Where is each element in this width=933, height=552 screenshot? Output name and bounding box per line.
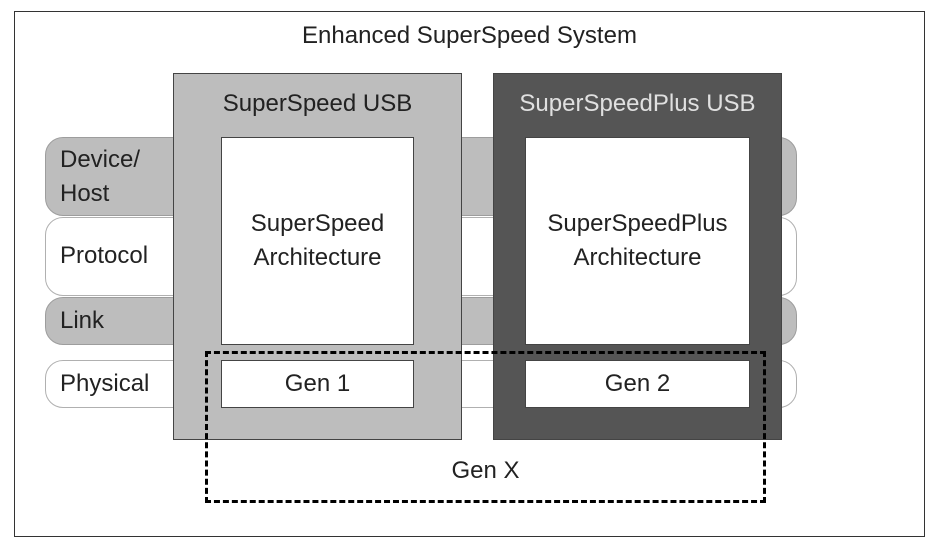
superspeedplus-architecture-box: SuperSpeedPlus Architecture: [525, 137, 750, 345]
superspeed-architecture-box: SuperSpeed Architecture: [221, 137, 414, 345]
gen1-box: Gen 1: [221, 360, 414, 408]
superspeedplus-architecture-line1: SuperSpeedPlus: [547, 210, 728, 237]
superspeedplus-architecture-line2: Architecture: [573, 244, 702, 271]
gen2-box: Gen 2: [525, 360, 750, 408]
superspeed-architecture-line1: SuperSpeed: [250, 210, 385, 237]
layer-label-host-line2: Host: [60, 180, 110, 207]
genx-dashed-region: [205, 351, 766, 503]
layer-label-protocol: Protocol: [60, 242, 149, 269]
superspeedplus-usb-title: SuperSpeedPlus USB: [519, 90, 756, 117]
diagram-frame: [14, 11, 925, 537]
layer-label-device-host: Device/ Host: [60, 143, 140, 211]
layer-label-physical: Physical: [60, 370, 150, 397]
genx-label: Gen X: [451, 457, 520, 484]
superspeed-architecture-line2: Architecture: [253, 244, 382, 271]
superspeed-usb-title: SuperSpeed USB: [222, 90, 413, 117]
layer-label-device-line1: Device/: [60, 146, 141, 173]
diagram-title: Enhanced SuperSpeed System: [302, 22, 637, 49]
layer-label-link: Link: [60, 307, 105, 334]
